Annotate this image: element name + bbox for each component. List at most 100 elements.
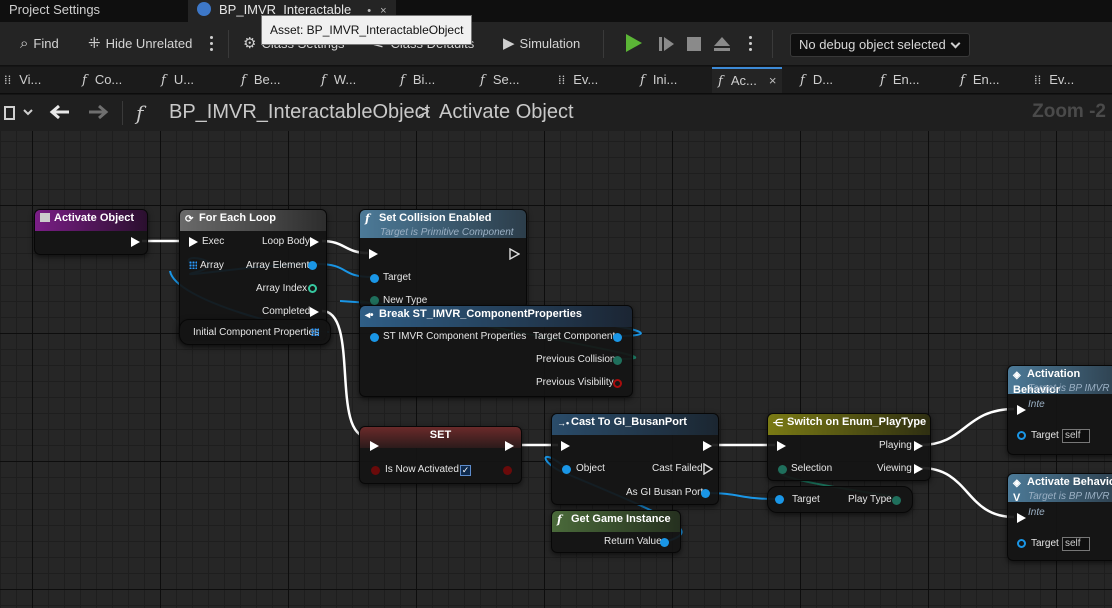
array-pin[interactable] — [311, 328, 319, 336]
find-button[interactable]: ⌕Find — [20, 33, 59, 55]
close-tab-icon[interactable]: × — [768, 73, 777, 88]
viewing-pin[interactable] — [914, 464, 923, 474]
debug-object-dropdown[interactable]: No debug object selected — [790, 33, 970, 57]
play-type-pin[interactable] — [892, 496, 901, 505]
previous-visibility-pin[interactable] — [613, 379, 622, 388]
stop-icon[interactable] — [687, 37, 701, 51]
node-break-struct[interactable]: ◂•Break ST_IMVR_ComponentProperties ST I… — [359, 305, 633, 397]
struct-in-pin[interactable] — [370, 333, 379, 342]
pin-label: Selection — [791, 463, 833, 474]
bool-in-pin[interactable] — [371, 466, 380, 475]
exec-out-pin[interactable] — [509, 248, 520, 260]
node-header: SET — [360, 427, 521, 448]
new-type-pin[interactable] — [370, 296, 379, 305]
back-arrow-icon[interactable] — [49, 104, 71, 120]
toolbar-more-icon[interactable] — [208, 34, 214, 54]
exec-out-pin[interactable] — [703, 441, 712, 451]
node-switch-on-enum[interactable]: ⋲Switch on Enum_PlayType Playing Selecti… — [767, 413, 931, 481]
exec-in-pin[interactable] — [189, 237, 198, 247]
node-activate-object[interactable]: Activate Object — [34, 209, 148, 255]
target-pin[interactable] — [370, 274, 379, 283]
play-options-icon[interactable] — [747, 34, 753, 54]
graph-icon: ⁞⁞ — [558, 73, 566, 88]
switch-icon: ⋲ — [773, 418, 783, 429]
node-header: ⋲Switch on Enum_PlayType — [768, 414, 930, 435]
exec-wire — [920, 407, 1015, 447]
return-value-pin[interactable] — [660, 538, 669, 547]
target-component-pin[interactable] — [613, 333, 622, 342]
exec-in-pin[interactable] — [369, 249, 378, 259]
graph-icon: ⁞⁞ — [4, 73, 12, 88]
tab-graph[interactable]: ⁞⁞Ev... — [1034, 72, 1075, 88]
array-index-pin[interactable] — [308, 284, 317, 293]
exec-out-pin[interactable] — [505, 441, 514, 451]
hide-unrelated-button[interactable]: ⁜Hide Unrelated — [88, 33, 192, 55]
tab-graph[interactable]: ⁞⁞Ev... — [558, 72, 599, 88]
pin-label: Target — [1031, 538, 1059, 549]
playing-pin[interactable] — [914, 441, 923, 451]
play-icon[interactable] — [626, 34, 642, 52]
is-now-activated-checkbox[interactable]: ✓ — [460, 465, 471, 476]
previous-collision-pin[interactable] — [613, 356, 622, 365]
blueprint-icon — [197, 2, 211, 16]
tab-project-settings[interactable]: Project Settings — [0, 0, 186, 22]
pin-label: Target — [792, 494, 820, 505]
function-icon: f — [400, 73, 405, 88]
selection-pin[interactable] — [778, 465, 787, 474]
step-icon[interactable] — [658, 35, 676, 53]
completed-pin[interactable] — [310, 307, 319, 317]
target-pin[interactable] — [1017, 431, 1026, 440]
exec-out-pin[interactable] — [131, 237, 140, 247]
pin-label: Viewing — [877, 463, 912, 474]
simulation-button[interactable]: ▶Simulation — [503, 33, 580, 55]
exec-in-pin[interactable] — [1017, 513, 1026, 523]
eject-icon[interactable] — [713, 36, 731, 52]
exec-in-pin[interactable] — [777, 441, 786, 451]
target-pin[interactable] — [1017, 539, 1026, 548]
forward-arrow-icon[interactable] — [87, 104, 109, 120]
breadcrumb-blueprint[interactable]: BP_IMVR_InteractableObject — [169, 101, 431, 123]
object-pin[interactable] — [562, 465, 571, 474]
array-pin[interactable]: Array — [189, 260, 224, 271]
exec-out-pin[interactable] — [310, 237, 319, 247]
cast-failed-pin[interactable] — [703, 463, 713, 475]
bool-out-pin[interactable] — [503, 466, 512, 475]
graph-canvas[interactable]: Activate Object ⟳For Each Loop Exec Loop… — [0, 131, 1112, 608]
exec-in-pin[interactable] — [561, 441, 570, 451]
exec-in-pin[interactable] — [1017, 405, 1026, 415]
node-initial-component-properties[interactable]: Initial Component Properties — [179, 319, 331, 345]
tab-blueprint[interactable]: BP_IMVR_Interactable• × — [188, 0, 396, 22]
node-play-type-getter[interactable]: Target Play Type — [767, 486, 913, 513]
bookmark-icon[interactable] — [4, 106, 34, 120]
exec-in-pin[interactable] — [370, 441, 379, 451]
event-icon — [40, 213, 50, 222]
close-tab-icon[interactable]: × — [380, 5, 390, 17]
node-set-variable[interactable]: SET Is Now Activated ✓ — [359, 426, 522, 484]
node-cast-to-gi[interactable]: →•Cast To GI_BusanPort Object Cast Faile… — [551, 413, 719, 505]
node-header: Activate Object — [35, 210, 147, 231]
target-pin[interactable] — [775, 495, 784, 504]
node-header: ◂•Break ST_IMVR_ComponentProperties — [360, 306, 632, 327]
exec-wire — [920, 466, 1015, 519]
tab-graph[interactable]: ⁞⁞Vi... — [4, 72, 42, 88]
target-value-field[interactable]: self — [1062, 429, 1090, 443]
event-call-icon: ◈ — [1013, 370, 1021, 381]
array-element-pin[interactable] — [308, 261, 317, 270]
as-gi-pin[interactable] — [701, 489, 710, 498]
target-value-field[interactable]: self — [1062, 537, 1090, 551]
